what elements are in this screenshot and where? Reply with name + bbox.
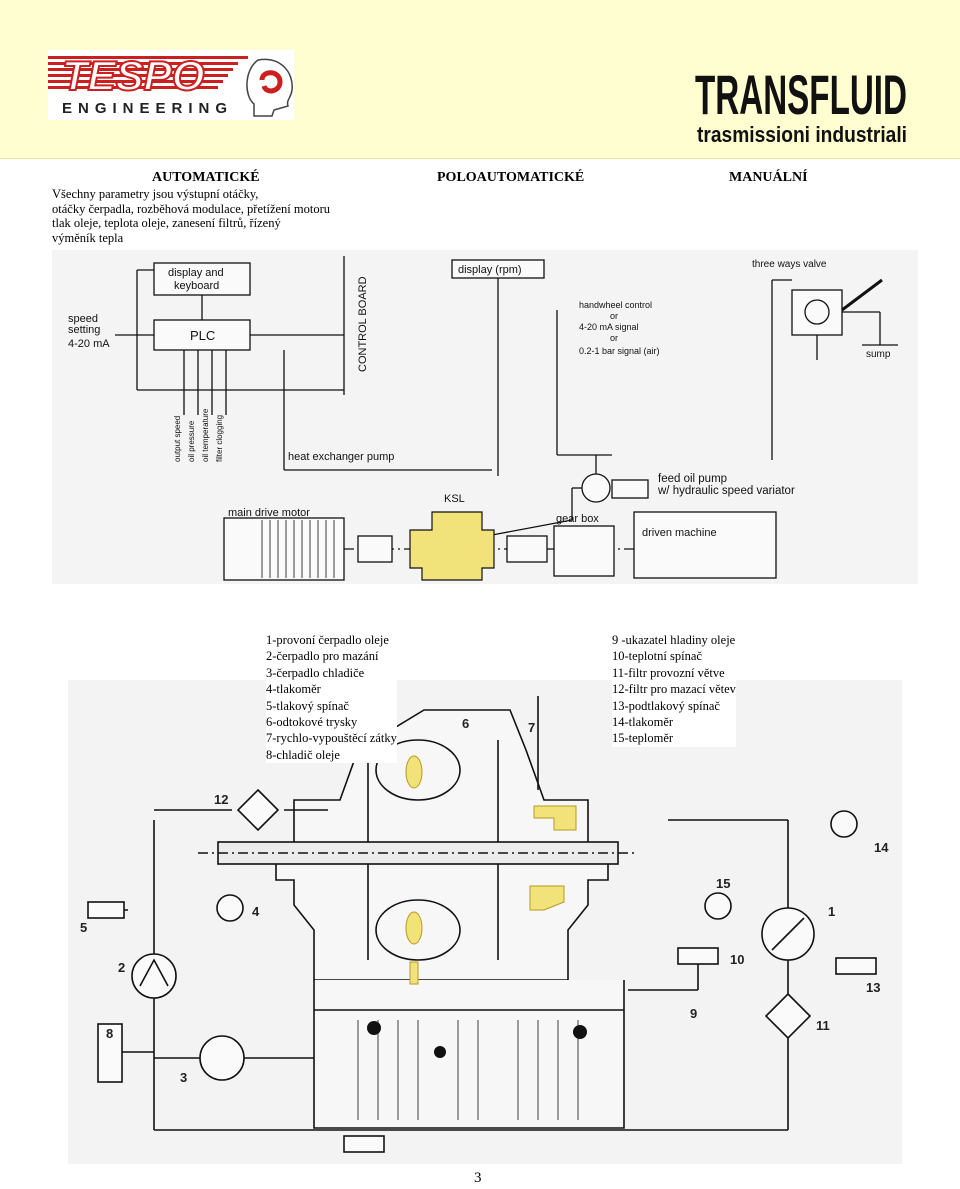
callout: 11	[816, 1018, 830, 1033]
tespo-logo-text: TESPO	[62, 52, 204, 99]
sensor-label: output speed	[173, 416, 182, 462]
callout: 9	[690, 1006, 697, 1021]
legend-item: 12-filtr pro mazací větev	[612, 682, 736, 697]
legend-item: 5-tlakový spínač	[266, 698, 349, 713]
legend-item: 1-provoní čerpadlo oleje	[266, 633, 389, 647]
callout: 6	[462, 716, 469, 731]
manual-title: MANUÁLNÍ	[729, 170, 808, 185]
display-rpm-label: display (rpm)	[458, 264, 522, 276]
automatic-line: otáčky čerpadla, rozběhová modulace, pře…	[52, 201, 331, 216]
callout: 13	[866, 980, 880, 995]
legend-item: 6-odtokové trysky	[266, 715, 358, 730]
legend-left: 1-provoní čerpadlo oleje 2-čerpadlo pro …	[266, 632, 397, 764]
callout: 10	[730, 952, 744, 967]
control-board-label: CONTROL BOARD	[357, 276, 369, 372]
three-ways-valve-label: three ways valve	[752, 259, 827, 270]
display-keyboard-label: display and	[168, 267, 224, 279]
callout: 2	[118, 960, 125, 975]
automatic-title: AUTOMATICKÉ	[152, 170, 260, 185]
handwheel-option: 0.2-1 bar signal (air)	[579, 346, 660, 356]
sump-label: sump	[866, 349, 891, 360]
driven-machine-label: driven machine	[642, 527, 717, 539]
legend-item: 13-podtlakový spínač	[612, 698, 720, 713]
legend-item: 7-rychlo-vypouštěcí zátky	[266, 731, 397, 746]
semiautomatic-title: POLOAUTOMATICKÉ	[437, 170, 585, 185]
automatic-description: Všechny parametry jsou výstupní otáčky, …	[52, 187, 412, 245]
sensor-label: oil temperature	[201, 408, 210, 462]
callout: 8	[106, 1026, 113, 1041]
tespo-logo-sub: ENGINEERING	[62, 100, 233, 117]
callout: 15	[716, 876, 730, 891]
callout: 7	[528, 720, 535, 735]
tespo-logo: TESPO ENGINEERING	[48, 50, 294, 120]
automatic-line: výměník tepla	[52, 230, 124, 245]
sensor-label: filter clogging	[215, 415, 224, 462]
transfluid-logo-text: TRANSFLUID	[695, 63, 907, 126]
main-drive-motor-label: main drive motor	[228, 507, 310, 519]
handwheel-option: or	[610, 333, 618, 343]
legend-item: 10-teplotní spínač	[612, 649, 702, 664]
callout: 14	[874, 840, 889, 855]
legend-item: 15-teploměr	[612, 731, 674, 746]
callout: 5	[80, 920, 87, 935]
sensor-label: oil pressure	[187, 420, 196, 462]
ksl-label: KSL	[444, 493, 465, 505]
callout: 12	[214, 792, 228, 807]
speed-signal-label: 4-20 mA	[68, 338, 110, 350]
legend-right: 9 -ukazatel hladiny oleje 10-teplotní sp…	[612, 632, 736, 747]
feed-oil-pump-label: feed oil pump	[658, 473, 727, 485]
heat-exchanger-pump-label: heat exchanger pump	[288, 451, 394, 463]
feed-oil-pump-label: w/ hydraulic speed variator	[657, 485, 795, 497]
legend-item: 4-tlakoměr	[266, 682, 321, 697]
legend-item: 8-chladič oleje	[266, 747, 340, 762]
callout: 1	[828, 904, 835, 919]
legend-item: 9 -ukazatel hladiny oleje	[612, 633, 736, 647]
speed-setting-label: setting	[68, 324, 100, 336]
display-keyboard-label: keyboard	[174, 280, 219, 292]
plc-label: PLC	[190, 328, 215, 343]
automatic-line: Všechny parametry jsou výstupní otáčky,	[52, 187, 259, 201]
gear-box-label: gear box	[556, 513, 599, 525]
handwheel-option: 4-20 mA signal	[579, 322, 639, 332]
legend-item: 14-tlakoměr	[612, 715, 674, 730]
legend-item: 11-filtr provozní větve	[612, 665, 725, 680]
automatic-line: tlak oleje, teplota oleje, zanesení filt…	[52, 216, 281, 230]
control-schematic: display and keyboard PLC CONTROL BOARD s…	[52, 250, 918, 584]
callout: 4	[252, 904, 260, 919]
legend-item: 3-čerpadlo chladiče	[266, 665, 365, 680]
hydraulic-schematic: 1 2 3 4 5 6 7 8 9 10 11 12 13 14 15	[68, 680, 902, 1164]
callout: 3	[180, 1070, 187, 1085]
transfluid-logo: TRANSFLUID trasmissioni industriali	[695, 54, 910, 147]
handwheel-option: handwheel control	[579, 300, 652, 310]
legend-item: 2-čerpadlo pro mazání	[266, 649, 379, 664]
page-number: 3	[474, 1170, 482, 1186]
speed-setting-label: speed	[68, 313, 98, 325]
handwheel-option: or	[610, 311, 618, 321]
transfluid-logo-sub: trasmissioni industriali	[697, 122, 907, 146]
